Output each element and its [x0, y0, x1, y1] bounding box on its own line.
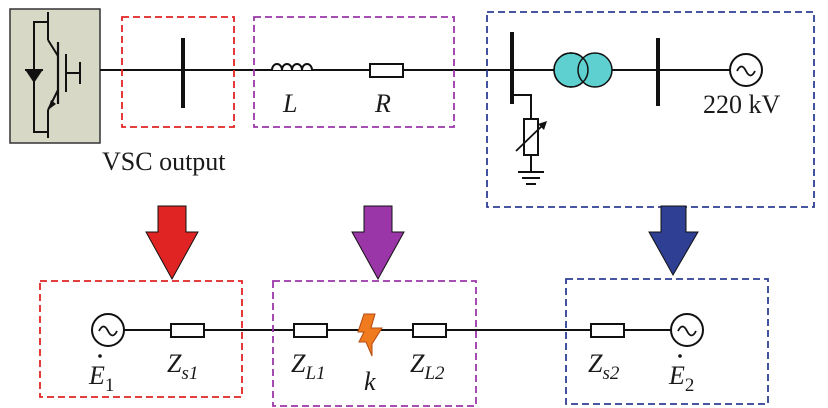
inductor-coil-icon: [271, 63, 313, 71]
source-e2-icon: [670, 313, 704, 347]
vsc-output-label: VSC output: [102, 147, 226, 176]
top-blue-dashed-box: [486, 11, 815, 208]
top-purple-dashed-box: [253, 16, 455, 128]
resistor-icon: [369, 63, 404, 78]
ac-source-icon: [729, 53, 763, 87]
inductor-label: L: [282, 89, 297, 118]
fault-k-label: k: [364, 367, 376, 396]
bottom-blue-dashed-box: [565, 278, 769, 405]
resistor-label: R: [374, 89, 391, 118]
transformer-icon: [553, 52, 613, 88]
zl1-label: ZL1: [291, 349, 326, 384]
zl2-label: ZL2: [410, 349, 445, 384]
bottom-purple-dashed-box: [272, 280, 477, 407]
fault-lightning-icon: [357, 313, 383, 357]
zl1-impedance-icon: [293, 323, 328, 338]
purple-down-arrow-icon: [351, 205, 405, 281]
zl2-impedance-icon: [412, 323, 447, 338]
zs2-impedance-icon: [590, 323, 625, 338]
e2-dot: [678, 354, 682, 358]
bottom-red-dashed-box: [39, 280, 243, 398]
red-down-arrow-icon: [145, 205, 199, 281]
e1-label: E1: [88, 361, 114, 396]
top-red-dashed-box: [121, 16, 235, 128]
e1-dot: [98, 354, 102, 358]
e2-label: E2: [668, 361, 694, 396]
zs1-label: Zs1: [167, 349, 198, 384]
source-e1-icon: [91, 313, 125, 347]
voltage-label: 220 kV: [703, 90, 781, 119]
zs1-impedance-icon: [170, 323, 205, 338]
ground-icon: [518, 171, 544, 185]
vsc-igbt-symbol: [9, 8, 101, 144]
zs2-label: Zs2: [588, 349, 620, 384]
blue-down-arrow-icon: [648, 205, 699, 277]
